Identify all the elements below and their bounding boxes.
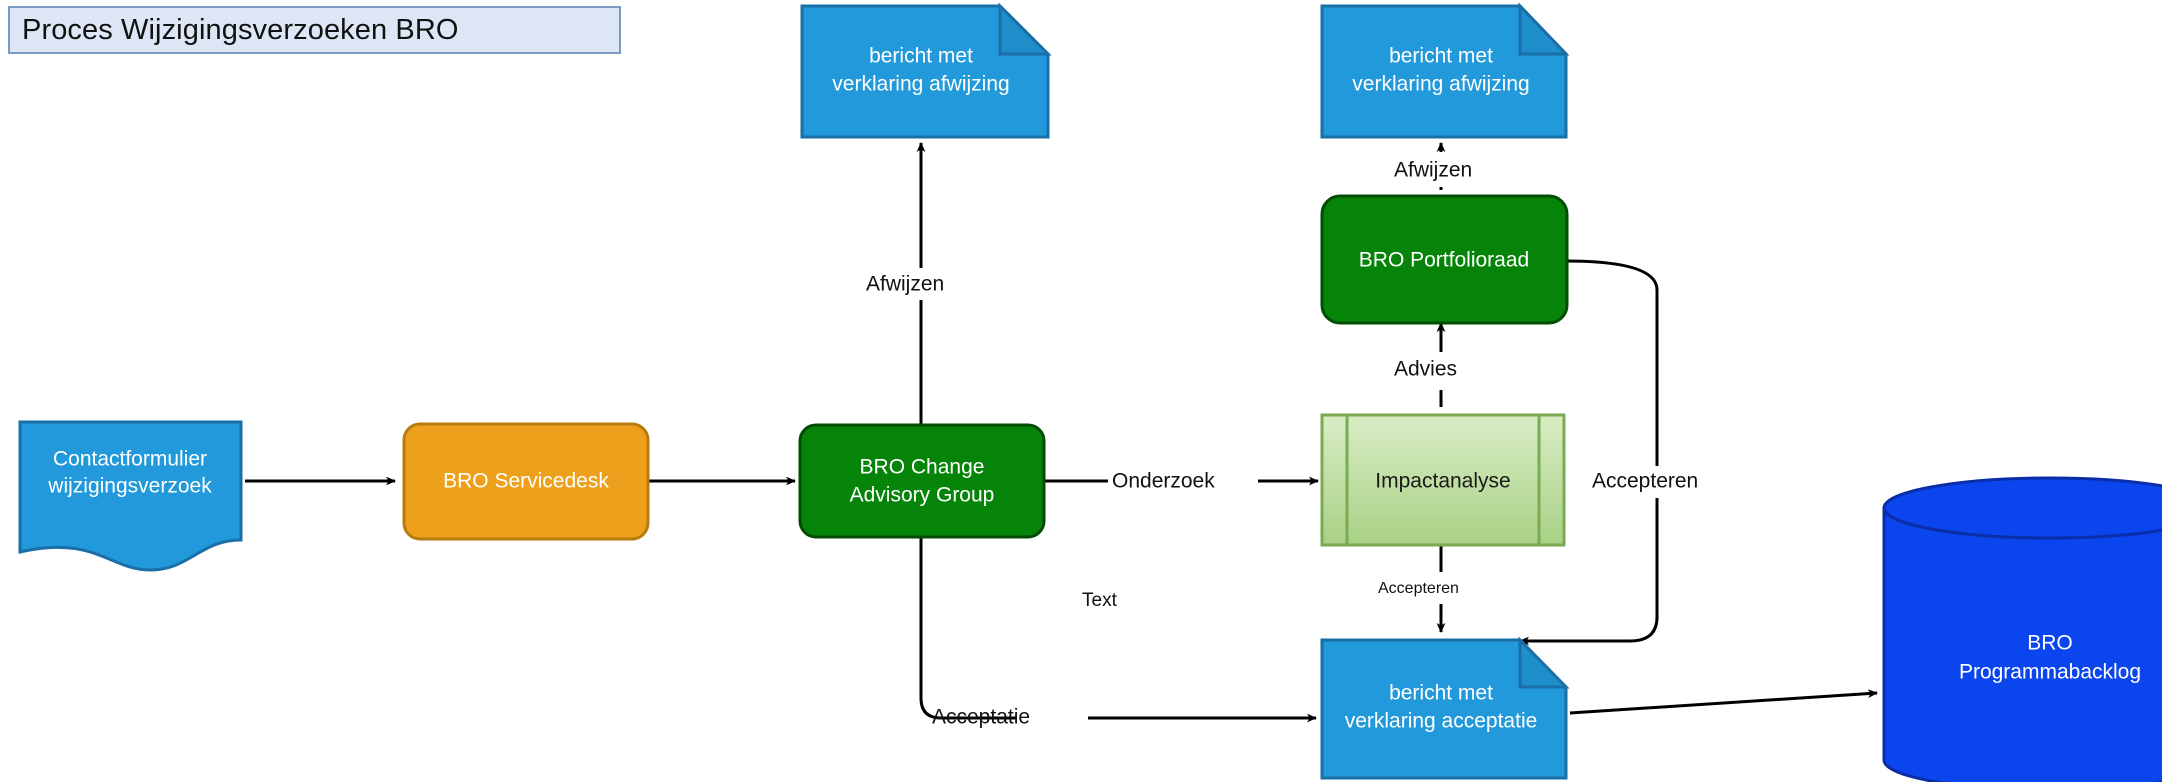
edge-label-onderzoek: Onderzoek	[1112, 470, 1215, 493]
edge-acceptatie-to-programmabacklog	[1569, 689, 1878, 715]
programmabacklog-label-line-1: BRO	[2027, 632, 2073, 655]
programmabacklog-label-line-2: Programmabacklog	[1959, 661, 2141, 684]
servicedesk-rect-shape	[402, 422, 650, 541]
node-programmabacklog[interactable]: BRO Programmabacklog	[1882, 476, 2162, 782]
impactanalyse-rect-shape	[1320, 413, 1566, 547]
bericht-acceptatie-fold-icon	[1518, 636, 1570, 689]
node-bericht-acceptatie[interactable]: bericht met verklaring acceptatie	[1320, 636, 1570, 780]
label-bg-onderzoek	[1108, 466, 1258, 498]
bericht-afwijzing-links-label-line-1: bericht met	[869, 45, 973, 68]
contactformulier-label-line-1: Contactformulier	[53, 448, 207, 471]
diagram-title-box: Proces Wijzigingsverzoeken BRO	[8, 6, 621, 54]
edge-label-accepteren-impactanalyse: Accepteren	[1378, 580, 1459, 597]
label-bg-acceptatie	[1016, 702, 1088, 734]
cag-rect-shape	[798, 423, 1046, 539]
cag-label-line-1: BRO Change	[860, 456, 985, 479]
impactanalyse-label: Impactanalyse	[1375, 470, 1510, 493]
node-portfolioraad[interactable]: BRO Portfolioraad	[1320, 194, 1569, 325]
node-impactanalyse[interactable]: Impactanalyse	[1320, 413, 1566, 547]
stray-text-label: Text	[1082, 590, 1118, 611]
contactformulier-document-shape	[18, 420, 243, 572]
portfolioraad-label: BRO Portfolioraad	[1359, 249, 1529, 272]
node-contactformulier[interactable]: Contactformulier wijzigingsverzoek	[18, 420, 243, 572]
edge-labels-layer: Afwijzen Onderzoek Acceptatie Advies Acc…	[862, 155, 1736, 734]
node-change-advisory-group[interactable]: BRO Change Advisory Group	[798, 423, 1046, 539]
bericht-afwijzing-links-fold-icon	[998, 2, 1052, 56]
bericht-afwijzing-links-label-line-2: verklaring afwijzing	[832, 73, 1009, 96]
servicedesk-label: BRO Servicedesk	[443, 470, 609, 493]
edges-layer	[245, 142, 1878, 723]
edge-label-afwijzen-rechts: Afwijzen	[1394, 159, 1472, 182]
programmabacklog-cylinder-body	[1882, 506, 2162, 782]
diagram-title-text: Proces Wijzigingsverzoeken BRO	[22, 13, 459, 46]
bericht-afwijzing-rechts-fold-icon	[1518, 2, 1570, 56]
edge-label-afwijzen-links: Afwijzen	[866, 273, 944, 296]
bericht-afwijzing-rechts-label-line-2: verklaring afwijzing	[1352, 73, 1529, 96]
label-bg-accepteren-portfolioraad	[1588, 466, 1736, 498]
bericht-acceptatie-note-shape	[1320, 638, 1568, 780]
cag-label-line-2: Advisory Group	[850, 484, 995, 507]
node-bericht-afwijzing-rechts[interactable]: bericht met verklaring afwijzing	[1320, 2, 1570, 139]
edge-portfolioraad-to-acceptatie	[1519, 259, 1659, 646]
bericht-afwijzing-rechts-label-line-1: bericht met	[1389, 45, 1493, 68]
label-bg-afwijzen-links	[862, 268, 970, 300]
node-servicedesk[interactable]: BRO Servicedesk	[402, 422, 650, 541]
programmabacklog-cylinder-top	[1882, 476, 2162, 540]
contactformulier-label-line-2: wijzigingsverzoek	[47, 475, 212, 498]
bericht-acceptatie-label-line-1: bericht met	[1389, 682, 1493, 705]
edge-label-accepteren-portfolioraad: Accepteren	[1592, 470, 1698, 493]
bericht-acceptatie-label-line-2: verklaring acceptatie	[1345, 710, 1538, 733]
edge-cag-to-bericht-acceptatie-a	[919, 537, 1018, 720]
node-bericht-afwijzing-links[interactable]: bericht met verklaring afwijzing	[800, 2, 1052, 139]
edge-label-acceptatie: Acceptatie	[932, 706, 1030, 729]
portfolioraad-rect-shape	[1320, 194, 1569, 325]
bericht-afwijzing-rechts-note-shape	[1320, 4, 1568, 139]
edge-label-advies: Advies	[1394, 358, 1457, 381]
label-bg-accepteren-impact	[1374, 574, 1510, 602]
label-bg-advies	[1390, 354, 1494, 386]
label-bg-afwijzen-rechts	[1390, 155, 1524, 187]
bericht-afwijzing-links-note-shape	[800, 4, 1050, 139]
